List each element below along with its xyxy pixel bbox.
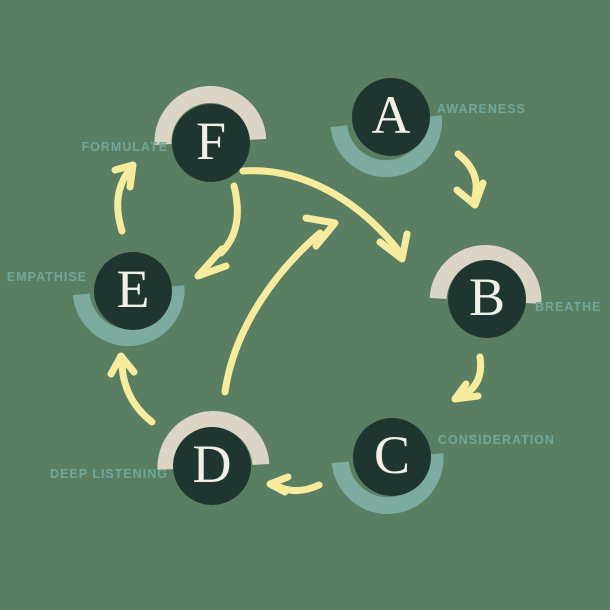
node-a-circle: A — [352, 78, 430, 156]
arrow-e-to-f — [111, 161, 137, 235]
node-f-letter: F — [195, 111, 227, 171]
node-f-circle: F — [172, 104, 250, 182]
node-e-circle: E — [94, 252, 172, 330]
node-b-letter: B — [468, 267, 506, 327]
arrow-b-to-c — [451, 353, 485, 403]
node-a-label: AWARENESS — [437, 102, 526, 116]
arrow-f-to-b-cross — [239, 167, 411, 263]
node-c-label: CONSIDERATION — [438, 433, 555, 447]
arrow-a-to-b — [453, 150, 487, 209]
arrow-c-to-d — [266, 473, 323, 496]
arrow-d-to-e — [107, 352, 156, 426]
node-e-label: EMPATHISE — [6, 270, 87, 284]
node-d-label: DEEP LISTENING — [50, 467, 168, 481]
node-b-circle: B — [448, 260, 526, 338]
node-b-label: BREATHE — [535, 300, 602, 314]
arrow-d-to-a-cross — [221, 214, 339, 396]
node-c-circle: C — [353, 418, 431, 496]
node-d-circle: D — [173, 427, 251, 505]
node-e-letter: E — [116, 259, 150, 319]
node-c-letter: C — [373, 425, 411, 485]
node-a-letter: A — [371, 85, 411, 145]
node-f-label: FORMULATE — [81, 140, 168, 154]
arrow-f-to-e-inner — [194, 182, 241, 280]
node-d-letter: D — [192, 434, 232, 494]
